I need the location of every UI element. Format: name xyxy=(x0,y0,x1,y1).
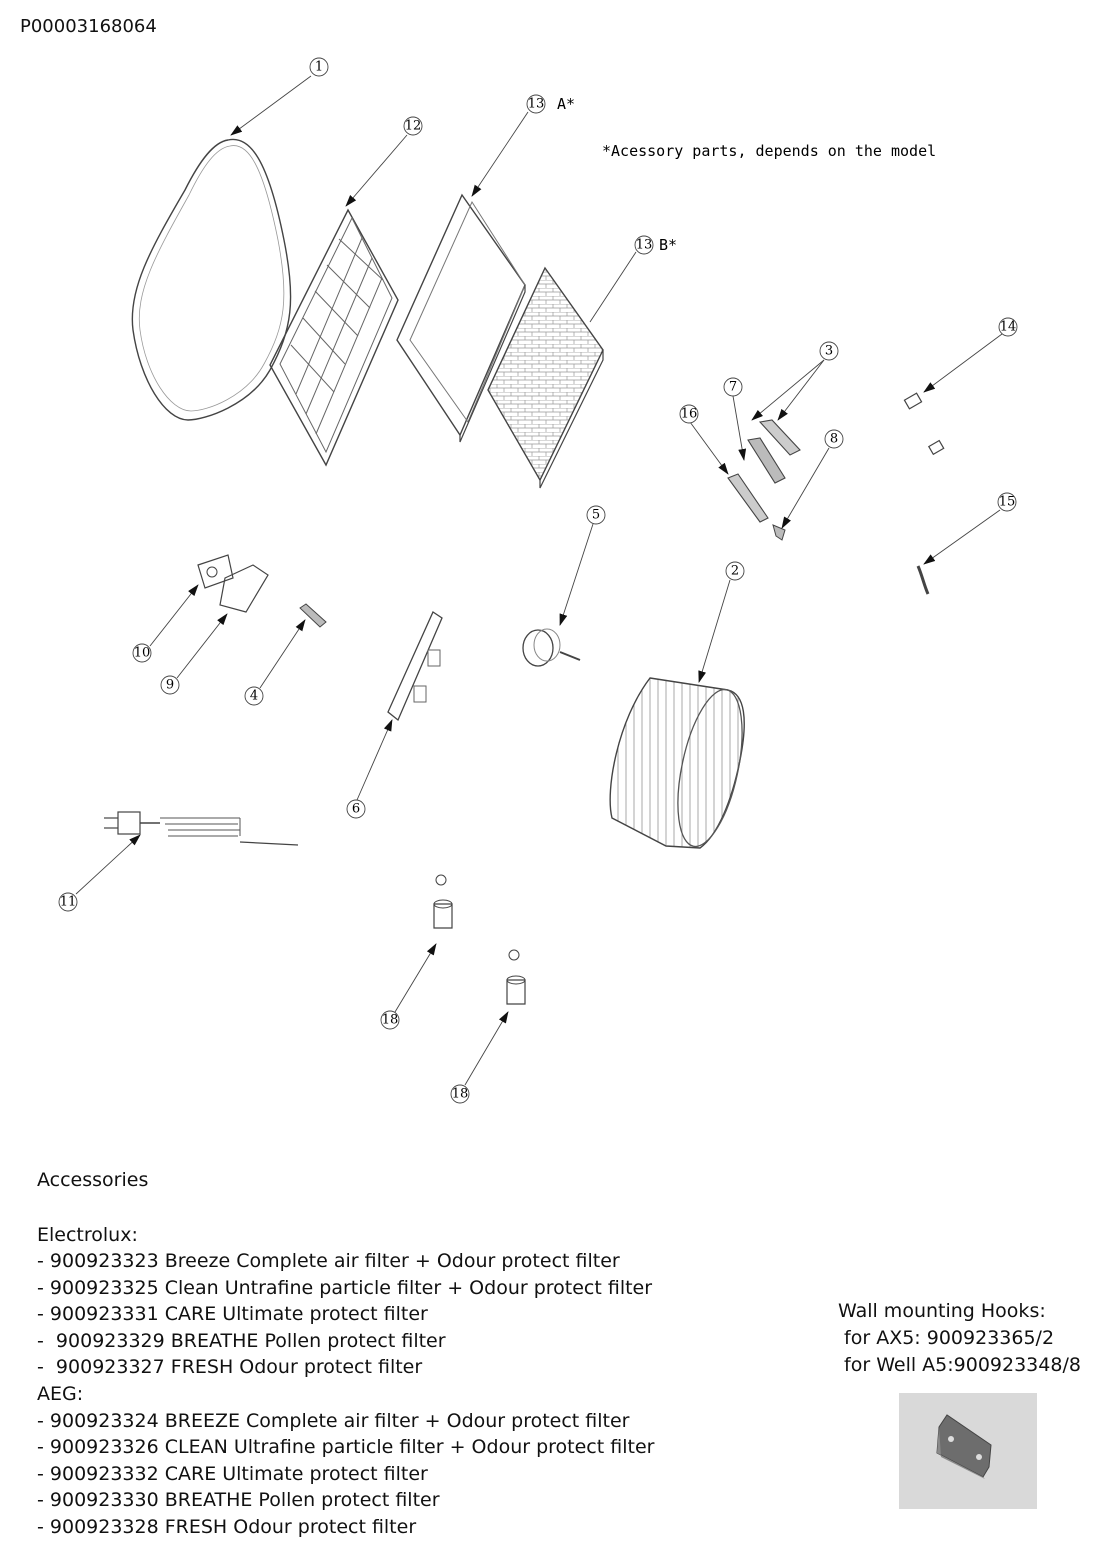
electrolux-item: - 900923331 CARE Ultimate protect filter xyxy=(37,1303,428,1325)
part-18-roller-upper xyxy=(433,874,453,929)
part-14-pin xyxy=(903,392,945,456)
callout-labels: 1 12 13 A* 13 B* 14 3 7 16 8 15 5 2 10 9… xyxy=(60,60,1017,1102)
wall-hooks-info: Wall mounting Hooks: for AX5: 900923365/… xyxy=(838,1298,1081,1379)
leader-lines xyxy=(75,75,1003,1086)
callout-6: 6 xyxy=(352,802,360,817)
wall-hook-photo xyxy=(899,1393,1037,1509)
callout-14: 14 xyxy=(1000,320,1017,335)
aeg-item: - 900923326 CLEAN Ultrafine particle fil… xyxy=(37,1436,655,1458)
callout-13a-suffix: A* xyxy=(557,95,575,113)
callout-15: 15 xyxy=(999,495,1016,510)
callout-13b: 13 xyxy=(636,238,653,253)
part-5-motor xyxy=(522,628,581,667)
part-16-bracket xyxy=(727,473,769,523)
callout-4: 4 xyxy=(250,689,258,704)
callout-8: 8 xyxy=(830,432,838,447)
part-8-clip xyxy=(772,524,786,541)
part-13b-odour-filter xyxy=(487,266,604,489)
part-1-front-cover xyxy=(131,138,292,421)
wall-hook-icon xyxy=(936,1414,992,1479)
aeg-item: - 900923332 CARE Ultimate protect filter xyxy=(37,1463,428,1485)
part-11-power-cord xyxy=(104,811,299,846)
callout-11: 11 xyxy=(60,895,77,910)
callout-13a: 13 xyxy=(528,97,545,112)
electrolux-item: - 900923329 BREATHE Pollen protect filte… xyxy=(37,1330,446,1352)
wall-hooks-title: Wall mounting Hooks: xyxy=(838,1300,1046,1322)
electrolux-item: - 900923325 Clean Untrafine particle fil… xyxy=(37,1277,653,1299)
callout-2: 2 xyxy=(731,564,739,579)
aeg-item: - 900923324 BREEZE Complete air filter +… xyxy=(37,1410,630,1432)
accessories-title: Accessories xyxy=(37,1169,149,1191)
callout-12: 12 xyxy=(405,119,422,134)
part-4-small-bar xyxy=(299,603,327,628)
electrolux-item: - 900923327 FRESH Odour protect filter xyxy=(37,1356,423,1378)
part-10-switch xyxy=(197,554,234,589)
callout-3: 3 xyxy=(825,344,833,359)
callout-18-upper: 18 xyxy=(382,1013,399,1028)
aeg-item: - 900923330 BREATHE Pollen protect filte… xyxy=(37,1489,440,1511)
part-13a-filter-frame xyxy=(396,193,526,443)
callout-5: 5 xyxy=(592,508,600,523)
wall-hooks-ax5: for AX5: 900923365/2 xyxy=(838,1327,1055,1349)
callout-7: 7 xyxy=(729,380,737,395)
exploded-parts-diagram: 1 12 13 A* 13 B* 14 3 7 16 8 15 5 2 10 9… xyxy=(58,57,1018,1104)
part-12-prefilter-grid xyxy=(269,208,399,467)
callout-18-lower: 18 xyxy=(452,1087,469,1102)
part-6-long-bracket xyxy=(387,611,443,722)
part-3-bracket xyxy=(747,419,801,484)
part-15-wire xyxy=(916,565,930,595)
part-18-roller-lower xyxy=(506,949,526,1005)
part-9-board xyxy=(219,564,269,613)
accessory-note: *Acessory parts, depends on the model xyxy=(602,142,936,160)
callout-13b-suffix: B* xyxy=(659,236,677,254)
callout-10: 10 xyxy=(134,646,151,661)
electrolux-heading: Electrolux: xyxy=(37,1224,138,1246)
callout-markers xyxy=(58,57,1018,1104)
callout-16: 16 xyxy=(681,407,698,422)
callout-9: 9 xyxy=(166,678,174,693)
document-id: P00003168064 xyxy=(20,16,157,37)
wall-hooks-well-a5: for Well A5:900923348/8 xyxy=(838,1354,1081,1376)
aeg-heading: AEG: xyxy=(37,1383,84,1405)
part-2-fan-wheel xyxy=(609,677,745,849)
electrolux-item: - 900923323 Breeze Complete air filter +… xyxy=(37,1250,620,1272)
callout-1: 1 xyxy=(315,60,323,75)
aeg-item: - 900923328 FRESH Odour protect filter xyxy=(37,1516,417,1538)
